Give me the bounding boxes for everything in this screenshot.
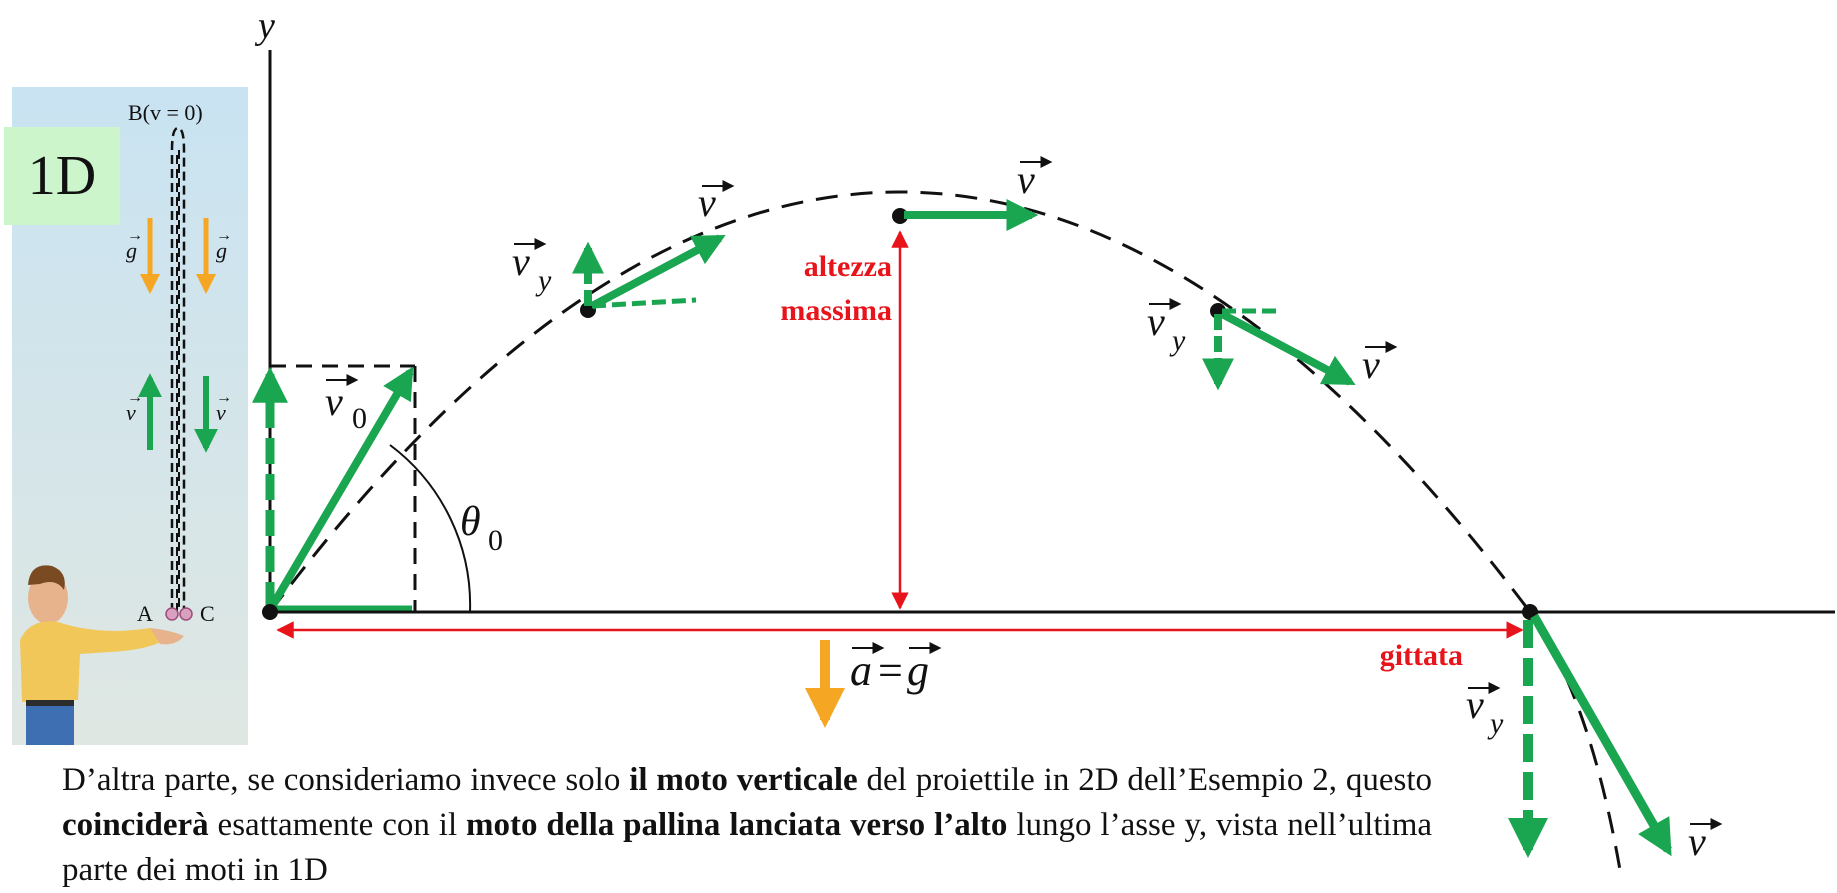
bold-thrown-up: lanciata verso l’alto xyxy=(729,807,1008,843)
theta-subscript: 0 xyxy=(488,524,503,557)
v0-subscript: 0 xyxy=(352,402,367,435)
g-label-right: g xyxy=(216,238,227,263)
v-descending-label: v xyxy=(1362,342,1380,387)
1d-tag: 1D xyxy=(4,127,120,225)
ball-a xyxy=(165,607,179,621)
accel-equals: = xyxy=(878,646,903,695)
projectile-diagram: B(v = 0) g g → → v v → → A C y xyxy=(12,5,1835,870)
v-rising-arrow xyxy=(590,234,726,310)
max-height-label-line1: altezza xyxy=(804,250,892,283)
text-part-3: esattamente con il xyxy=(208,807,467,843)
text-part-1: D’altra parte, se consideriamo invece so… xyxy=(62,762,630,798)
v-label-right: v xyxy=(216,400,226,425)
vertical-path xyxy=(170,126,186,612)
bold-ball-motion: moto della pallina xyxy=(466,807,721,843)
vy-landing-label: v xyxy=(1466,682,1484,727)
v-landing-label: v xyxy=(1688,819,1706,864)
v-apex-label: v xyxy=(1017,157,1035,202)
text-part-4 xyxy=(720,807,729,843)
v-vec-left-icon: → xyxy=(127,389,143,406)
y-axis-label: y xyxy=(254,5,275,47)
person-figure xyxy=(20,565,184,745)
v0-label: v xyxy=(325,379,343,424)
v-descending-arrow xyxy=(1220,310,1356,386)
start-label: A xyxy=(137,601,153,626)
accel-g-label: g xyxy=(907,646,929,695)
vy-descending-label: v xyxy=(1147,299,1165,344)
v-vec-right-icon: → xyxy=(216,389,232,406)
launch-point xyxy=(262,604,278,620)
body-paragraph: D’altra parte, se consideriamo invece so… xyxy=(62,758,1432,893)
vy-descending-subscript: y xyxy=(1169,324,1186,357)
v-rising-label: v xyxy=(698,180,716,225)
range-label: gittata xyxy=(1380,639,1463,672)
vy-rising-label: v xyxy=(512,239,530,284)
vx-rising-component xyxy=(591,297,697,309)
g-vec-right-icon: → xyxy=(216,227,232,244)
theta-label: θ xyxy=(460,499,481,545)
ball-c xyxy=(179,607,193,621)
theta-arc xyxy=(389,444,472,613)
vertical-path-inner xyxy=(176,150,180,612)
max-height-label-line2: massima xyxy=(780,294,892,327)
v-label-left: v xyxy=(126,400,136,425)
accel-a-label: a xyxy=(850,646,872,695)
text-part-2: del proiettile in 2D dell’Esempio 2, que… xyxy=(857,762,1432,798)
bold-coincide: coinciderà xyxy=(62,807,209,843)
bold-vertical-motion: il moto verticale xyxy=(629,762,858,798)
end-label: C xyxy=(200,601,215,626)
v0-arrow xyxy=(266,366,414,613)
v-landing-arrow xyxy=(1530,613,1672,857)
vy-rising-subscript: y xyxy=(535,264,552,297)
g-vec-left-icon: → xyxy=(127,227,143,244)
apex-label: B(v = 0) xyxy=(128,100,203,125)
vy-landing-subscript: y xyxy=(1487,707,1504,740)
g-label-left: g xyxy=(126,238,137,263)
